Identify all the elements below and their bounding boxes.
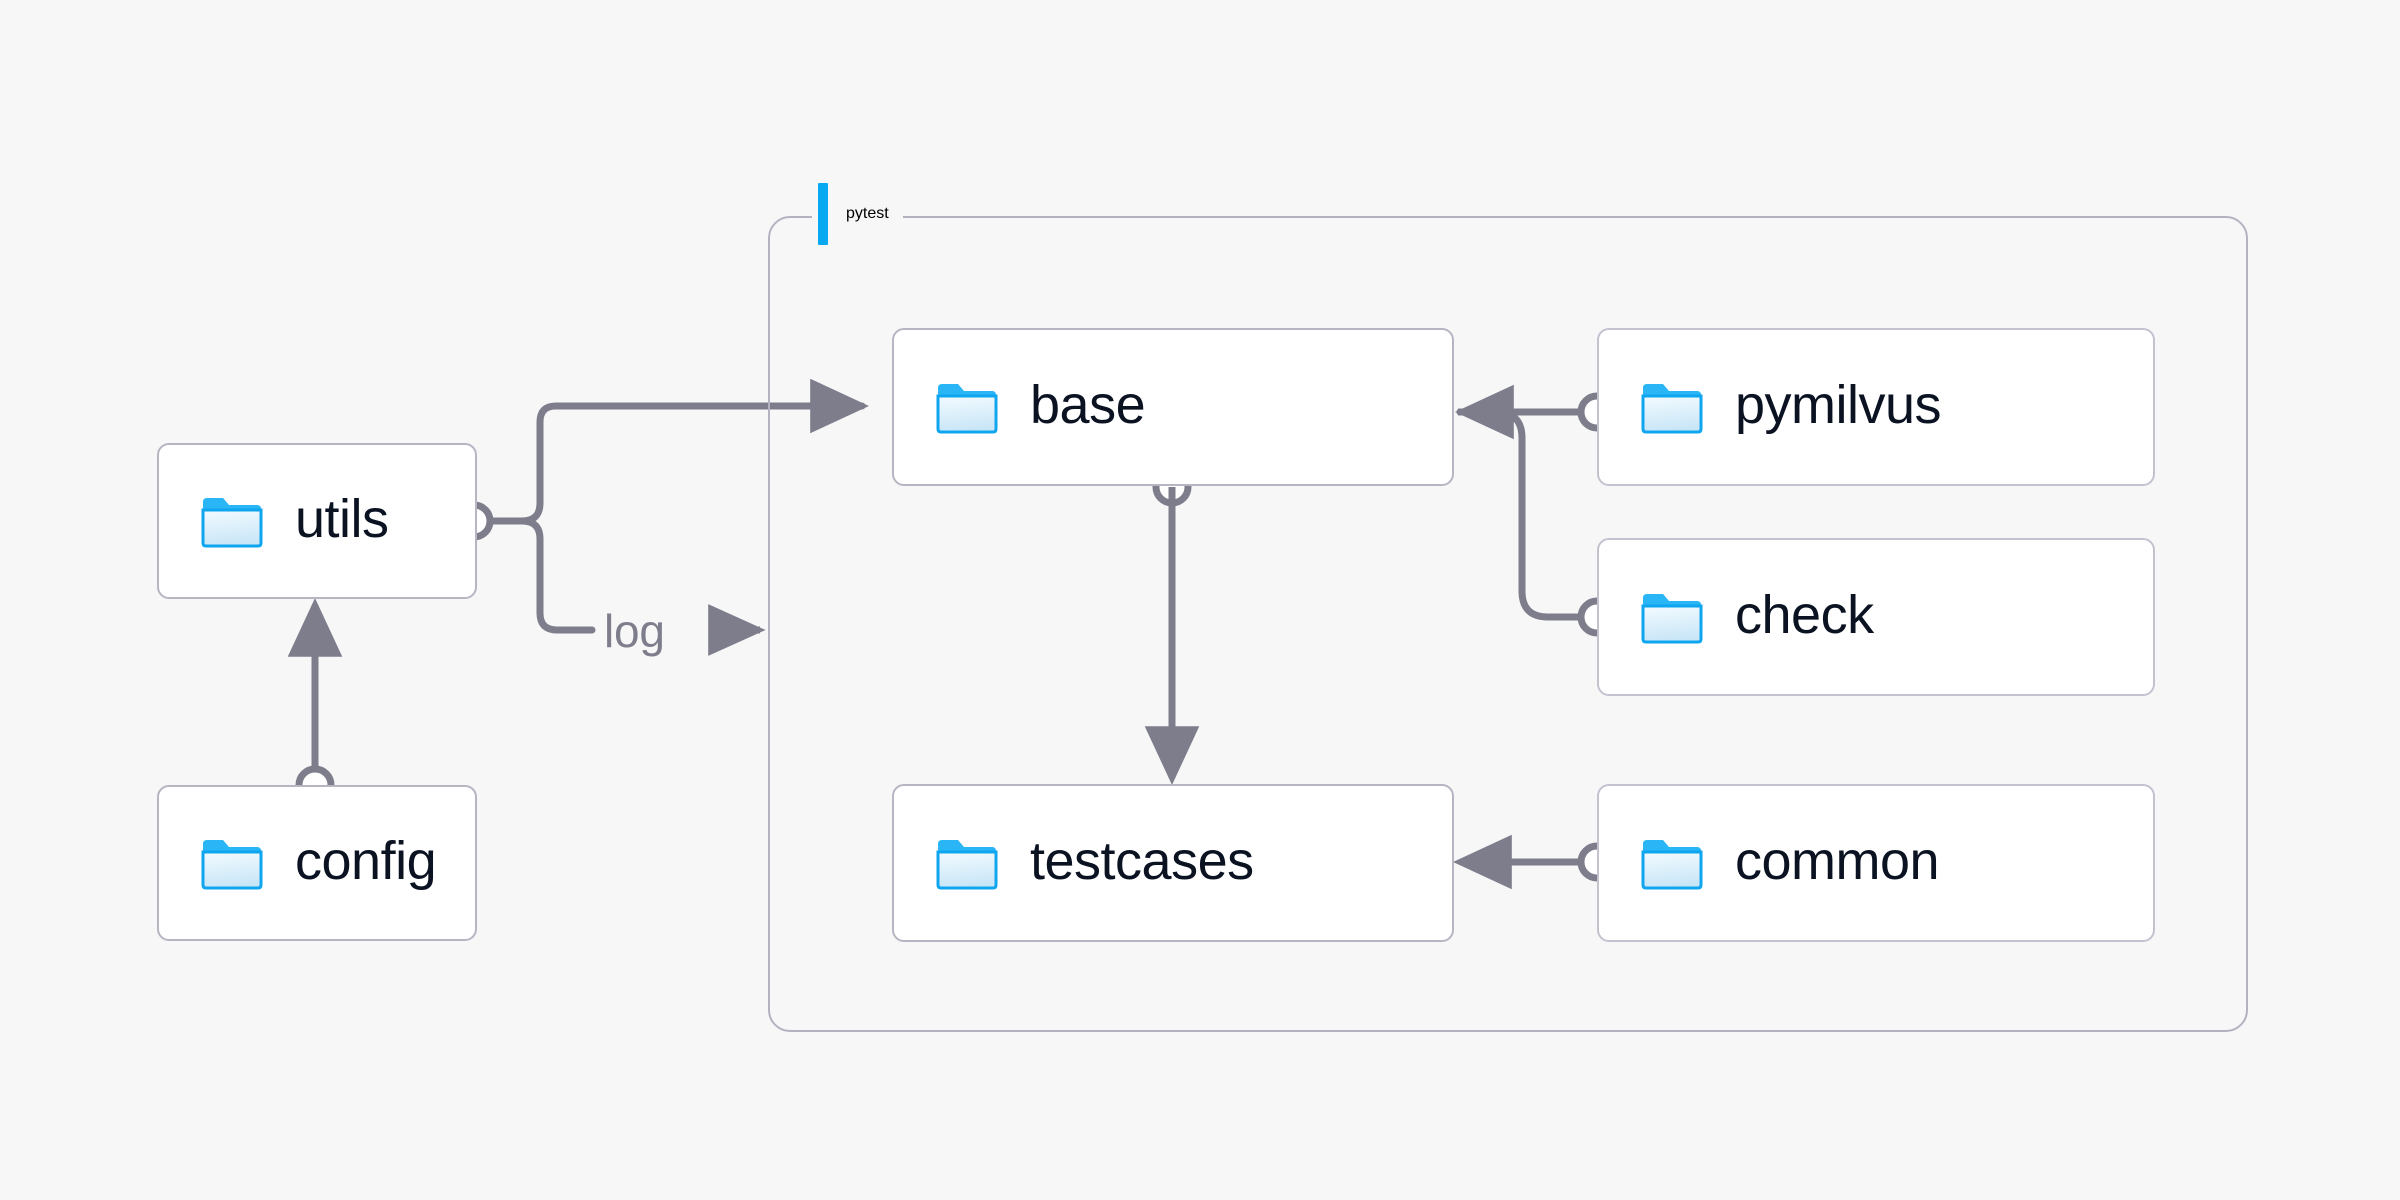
node-label: testcases — [1030, 831, 1254, 891]
folder-icon — [201, 496, 263, 548]
group-container-pytest — [768, 216, 2248, 1032]
folder-icon — [1641, 382, 1703, 434]
node-config[interactable]: config — [157, 785, 477, 941]
folder-icon — [201, 838, 263, 890]
folder-icon — [1641, 838, 1703, 890]
vertical-bar-marker-icon — [818, 183, 828, 245]
node-check[interactable]: check — [1597, 538, 2155, 696]
node-label: pymilvus — [1735, 375, 1942, 435]
folder-icon — [936, 838, 998, 890]
node-pymilvus[interactable]: pymilvus — [1597, 328, 2155, 486]
node-label: common — [1735, 831, 1940, 891]
node-label: check — [1735, 585, 1874, 645]
node-base[interactable]: base — [892, 328, 1454, 486]
edge-config-to-utils — [287, 598, 343, 805]
node-label: base — [1030, 375, 1146, 435]
group-label-pytest: pytest — [812, 182, 903, 246]
group-title: pytest — [846, 205, 889, 222]
node-common[interactable]: common — [1597, 784, 2155, 942]
node-label: config — [295, 831, 437, 891]
node-testcases[interactable]: testcases — [892, 784, 1454, 942]
folder-icon — [936, 382, 998, 434]
edge-label-log: log — [604, 605, 665, 657]
node-utils[interactable]: utils — [157, 443, 477, 599]
folder-icon — [1641, 592, 1703, 644]
node-label: utils — [295, 489, 389, 549]
